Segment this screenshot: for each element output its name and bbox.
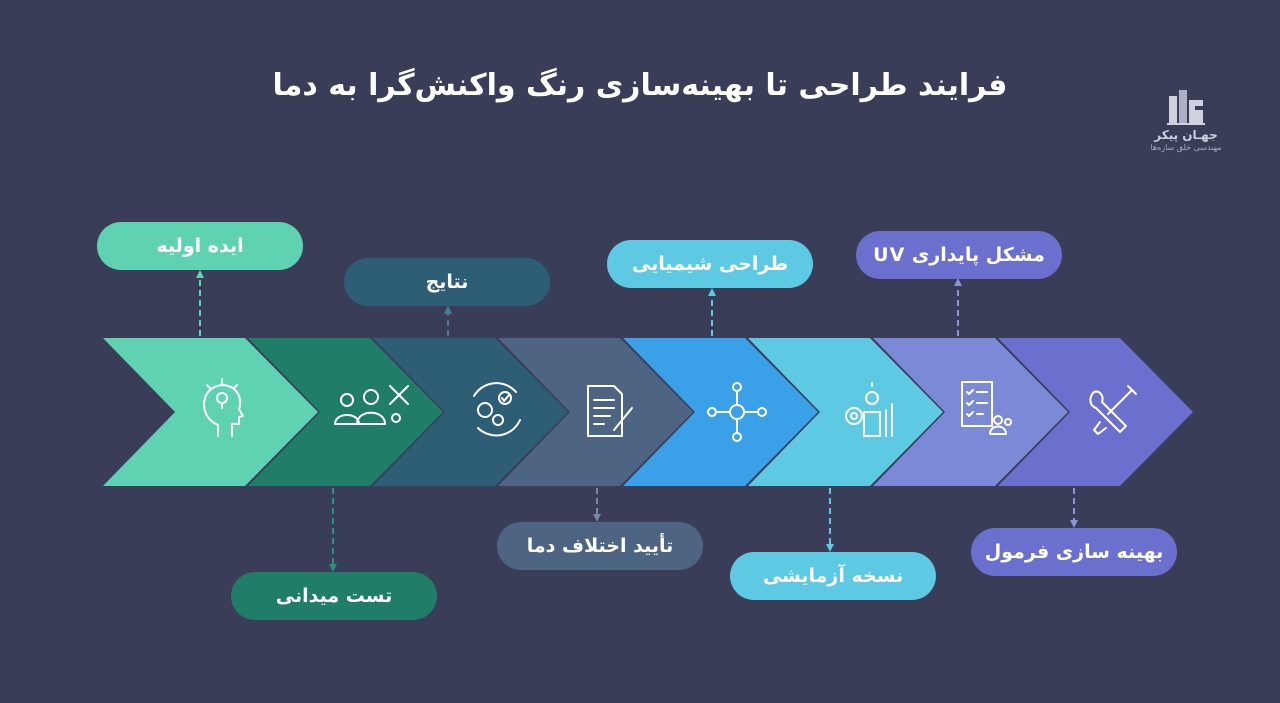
label-idea: ایده اولیه <box>97 222 303 270</box>
stage-1-chevron <box>103 338 318 486</box>
network-person-icon <box>707 382 767 442</box>
label-formula-opt: بهینه سازی فرمول <box>971 528 1177 576</box>
label-uv-problem: مشکل پایداری UV <box>856 231 1062 279</box>
lightbulb-head-icon <box>203 378 244 437</box>
page-title: فرایند طراحی تا بهینه‌سازی رنگ واکنش‌گرا… <box>272 68 1008 103</box>
label-temp-diff: تأیید اختلاف دما <box>497 522 703 570</box>
stage-7-chevron <box>873 338 1068 486</box>
label-results: نتایج <box>344 258 550 306</box>
stage-2-chevron <box>248 338 443 486</box>
label-field-test: تست میدانی <box>231 572 437 620</box>
stage-6-chevron <box>748 338 943 486</box>
label-prototype: نسخه آزمایشی <box>730 552 936 600</box>
stage-8-chevron <box>998 338 1193 486</box>
checklist-team-icon <box>961 381 1012 435</box>
stage-3-chevron <box>373 338 568 486</box>
gears-bulb-chart-icon <box>845 382 893 437</box>
brand-logo: جهـان پیکر مهندسی خلق سازه‌ها <box>1138 86 1234 152</box>
document-edit-icon <box>587 385 633 437</box>
team-tools-icon <box>334 385 409 425</box>
gears-cycle-icon <box>473 382 521 437</box>
logo-tagline: مهندسی خلق سازه‌ها <box>1150 143 1222 152</box>
stage-4-chevron <box>498 338 693 486</box>
building-logo-icon <box>1167 90 1205 125</box>
label-chemical-design: طراحی شیمیایی <box>607 240 813 288</box>
wrench-screwdriver-icon <box>1089 385 1137 435</box>
logo-name: جهـان پیکر <box>1154 128 1218 142</box>
